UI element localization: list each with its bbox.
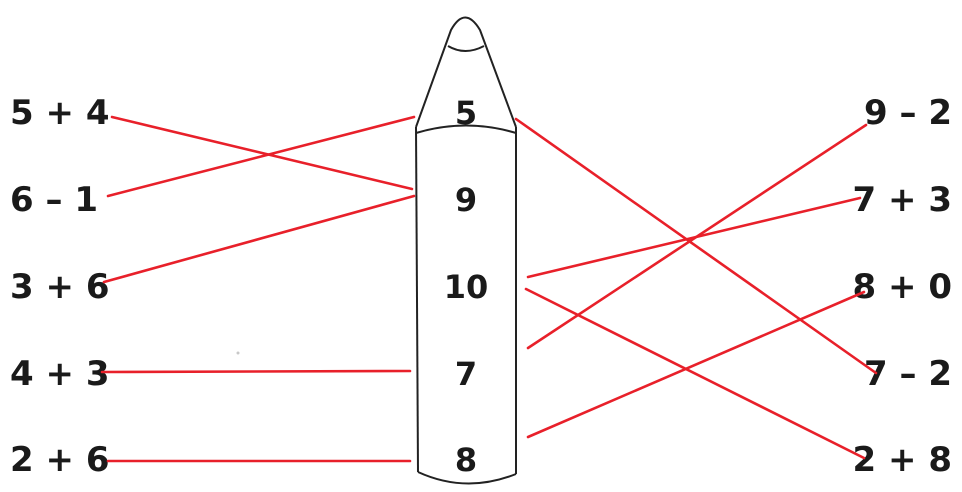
- paper-speck: [237, 352, 240, 355]
- pencil-numbers: 5 9 10 7 8: [444, 94, 489, 479]
- right-expressions: 9 – 2 7 + 3 8 + 0 7 – 2 2 + 8: [853, 93, 952, 480]
- pencil: [416, 18, 516, 484]
- pencil-number: 10: [444, 268, 489, 306]
- left-match-lines: [102, 117, 414, 461]
- match-line-5-to-7minus2: [516, 119, 876, 373]
- left-expression: 2 + 6: [10, 440, 109, 480]
- pencil-number: 8: [455, 441, 477, 479]
- right-expression: 7 – 2: [864, 354, 952, 394]
- left-expression: 3 + 6: [10, 267, 109, 307]
- pencil-number: 5: [455, 94, 477, 132]
- left-expressions: 5 + 4 6 – 1 3 + 6 4 + 3 2 + 6: [10, 93, 109, 480]
- left-expression: 5 + 4: [10, 93, 109, 133]
- right-match-lines: [516, 119, 876, 458]
- left-expression: 4 + 3: [10, 354, 109, 394]
- match-line-7-to-9minus2: [528, 125, 866, 348]
- right-expression: 8 + 0: [853, 267, 952, 307]
- left-expression: 6 – 1: [10, 180, 98, 220]
- match-line-6minus1-to-5: [108, 117, 414, 196]
- pencil-number: 7: [455, 355, 477, 393]
- match-line-3plus6-to-9: [104, 196, 414, 282]
- right-expression: 9 – 2: [864, 93, 952, 133]
- right-expression: 2 + 8: [853, 440, 952, 480]
- pencil-lead-edge: [448, 46, 484, 51]
- right-expression: 7 + 3: [853, 180, 952, 220]
- pencil-number: 9: [455, 181, 477, 219]
- pencil-left-edge: [416, 127, 418, 472]
- match-line-4plus3-to-7: [102, 371, 410, 372]
